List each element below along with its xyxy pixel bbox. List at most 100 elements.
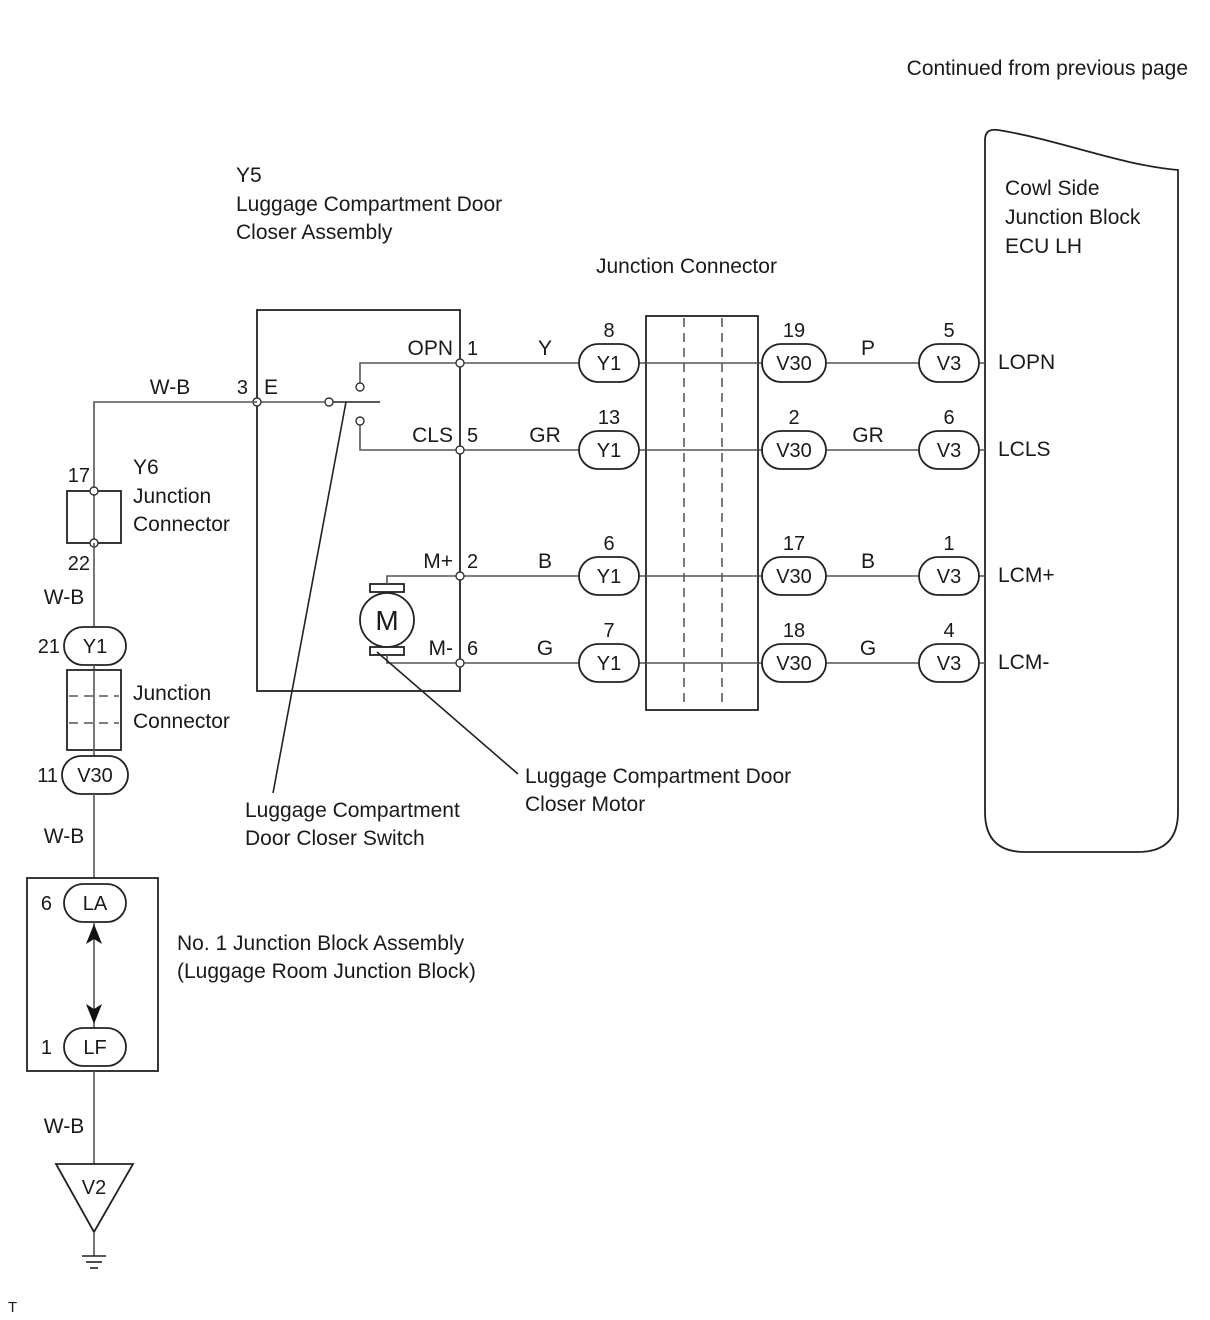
v3-connector-label: V3 <box>937 653 961 675</box>
y1-pin-number: 8 <box>603 320 614 342</box>
motor-letter: M <box>375 605 398 636</box>
node-opn <box>455 358 465 368</box>
v30-pin-number: 17 <box>783 533 805 555</box>
ecu-terminal-lcm-plus: LCM+ <box>998 564 1055 587</box>
wire-color-after-y6: W-B <box>44 586 84 609</box>
y5-code: Y5 <box>236 164 262 187</box>
y5-pin-e: E <box>264 376 278 399</box>
ground-v30-connector <box>61 755 129 795</box>
y1-connector-label: Y1 <box>597 653 621 675</box>
wire-color-right: P <box>861 337 875 360</box>
y6-code: Y6 <box>133 456 159 479</box>
wire-ground-top <box>93 401 257 491</box>
v3-connector <box>918 430 980 470</box>
junction-connector-label: Junction Connector <box>596 255 777 278</box>
y6-pin-bottom: 22 <box>68 553 90 575</box>
lf-label: LF <box>83 1037 106 1059</box>
ground-point-triangle <box>54 1163 135 1234</box>
ecu-label-line2: Junction Block <box>1005 206 1141 229</box>
arrow-up-icon <box>86 924 102 944</box>
ground-y1-label: Y1 <box>83 636 107 658</box>
v30-connector-label: V30 <box>776 353 812 375</box>
motor-housing-top <box>369 583 405 593</box>
wire-color-ground-top: W-B <box>150 376 190 399</box>
node-cls <box>455 445 465 455</box>
v30-pin-number: 2 <box>788 407 799 429</box>
v3-pin-number: 5 <box>943 320 954 342</box>
v3-connector-label: V3 <box>937 566 961 588</box>
y1-pin-number: 7 <box>603 620 614 642</box>
motor-callout-line2: Closer Motor <box>525 793 645 816</box>
y5-num-mplus: 2 <box>467 551 478 573</box>
y5-name-line2: Closer Assembly <box>236 221 393 244</box>
ecu-terminal-lcm-minus: LCM- <box>998 651 1049 674</box>
ground-y1-connector <box>63 626 127 666</box>
wire-color-left: G <box>537 637 553 660</box>
y1-connector <box>578 556 640 596</box>
ground-jc-label-line1: Junction <box>133 682 211 705</box>
wire-color-right: GR <box>852 424 884 447</box>
footer-mark: T <box>8 1299 17 1316</box>
switch-contact-common <box>324 397 334 407</box>
y5-num-e: 3 <box>237 377 248 399</box>
ecu-terminal-lcls: LCLS <box>998 438 1051 461</box>
v3-pin-number: 6 <box>943 407 954 429</box>
wire-color-left: GR <box>529 424 561 447</box>
ecu-terminal-lopn: LOPN <box>998 351 1055 374</box>
y5-pin-opn: OPN <box>407 337 453 360</box>
switch-contact-open <box>355 382 365 392</box>
lf-connector <box>63 1027 127 1067</box>
wire-opn-internal <box>359 362 460 383</box>
wire-color-left: Y <box>538 337 552 360</box>
y5-pin-mplus: M+ <box>423 550 453 573</box>
wire-motor-plus <box>386 575 460 584</box>
y1-connector-label: Y1 <box>597 566 621 588</box>
la-pin: 6 <box>41 893 52 915</box>
v30-connector-label: V30 <box>776 440 812 462</box>
ground-symbol-icon <box>82 1255 106 1269</box>
v30-connector <box>761 430 827 470</box>
switch-callout-leader <box>272 401 347 794</box>
y5-assembly-box <box>256 309 461 692</box>
y5-num-cls: 5 <box>467 425 478 447</box>
wire-motor-minus <box>386 655 460 664</box>
la-label: LA <box>83 893 108 915</box>
v3-connector <box>918 343 980 383</box>
y1-connector <box>578 343 640 383</box>
motor-callout-leader <box>376 651 519 775</box>
wire-color-right: G <box>860 637 876 660</box>
ground-v30-label: V30 <box>77 765 113 787</box>
node-mminus <box>455 658 465 668</box>
junction-block-label-line1: No. 1 Junction Block Assembly <box>177 932 465 955</box>
switch-callout-line2: Door Closer Switch <box>245 827 425 850</box>
v3-pin-number: 4 <box>943 620 954 642</box>
wire-color-right: B <box>861 550 875 573</box>
ecu-label-line3: ECU LH <box>1005 235 1082 258</box>
ground-point-code: V2 <box>82 1177 106 1199</box>
ground-y1-pin: 21 <box>38 636 60 658</box>
v30-connector <box>761 556 827 596</box>
v3-connector-label: V3 <box>937 353 961 375</box>
y1-connector-label: Y1 <box>597 353 621 375</box>
la-connector <box>63 883 127 923</box>
y5-pin-cls: CLS <box>412 424 453 447</box>
v30-pin-number: 18 <box>783 620 805 642</box>
wire-color-left: B <box>538 550 552 573</box>
v30-connector-label: V30 <box>776 653 812 675</box>
v30-connector <box>761 343 827 383</box>
switch-contact-close <box>355 416 365 426</box>
motor-housing-bottom <box>369 646 405 656</box>
y6-label-line2: Connector <box>133 513 230 536</box>
y5-num-mminus: 6 <box>467 638 478 660</box>
switch-callout-line1: Luggage Compartment <box>245 799 460 822</box>
y5-pin-mminus: M- <box>429 637 454 660</box>
y6-pin-top: 17 <box>68 465 90 487</box>
v30-connector <box>761 643 827 683</box>
ground-jc-label-line2: Connector <box>133 710 230 733</box>
junction-connector-box <box>645 315 759 711</box>
node-mplus <box>455 571 465 581</box>
wire-color-after-jc: W-B <box>44 825 84 848</box>
lf-pin: 1 <box>41 1037 52 1059</box>
y1-connector <box>578 643 640 683</box>
